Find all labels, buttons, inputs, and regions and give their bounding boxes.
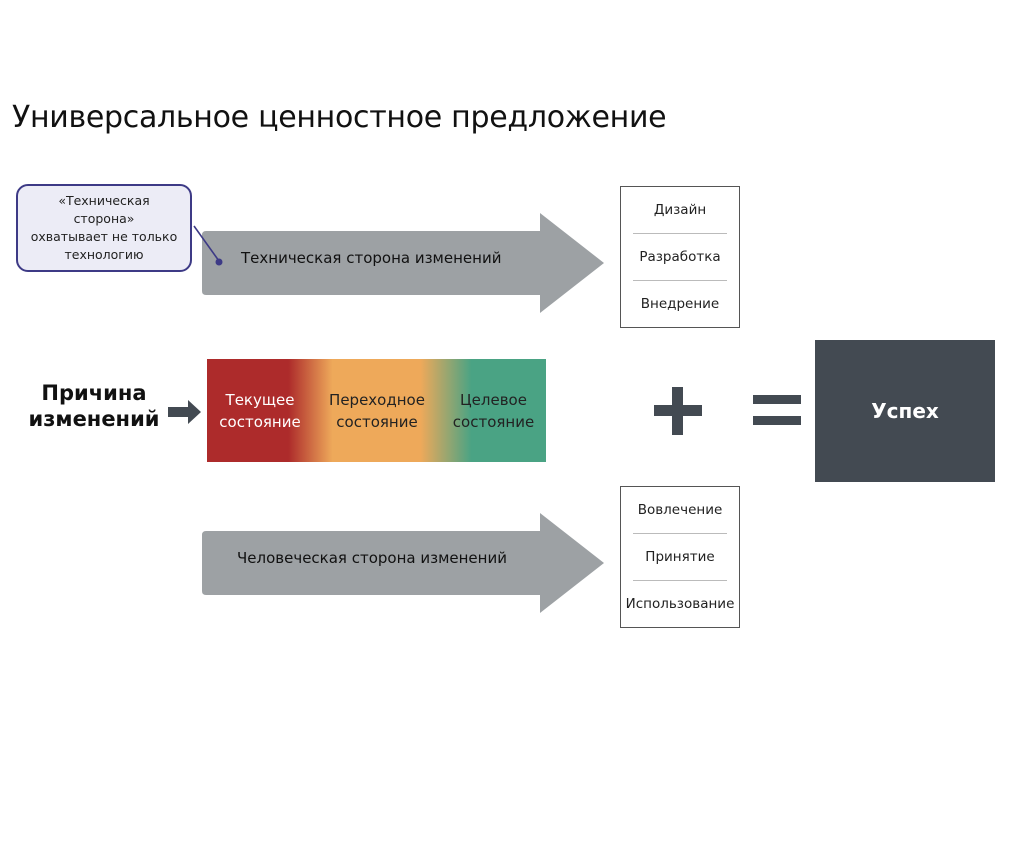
cause-line: Причина	[41, 381, 147, 405]
state-line: Текущее	[225, 390, 295, 409]
callout-line: технологию	[64, 247, 144, 262]
divider	[633, 233, 727, 234]
cause-arrow-icon	[168, 400, 201, 424]
human-side-arrow	[202, 513, 604, 613]
state-line: состояние	[219, 412, 301, 431]
list-item: Разработка	[639, 249, 721, 265]
state-target: Целевое состояние	[441, 359, 546, 462]
callout-note: «Техническая сторона» охватывает не толь…	[16, 184, 192, 272]
technical-side-label: Техническая сторона изменений	[241, 249, 502, 267]
state-transition: Переходное состояние	[313, 359, 441, 462]
divider	[633, 580, 727, 581]
callout-line: «Техническая сторона»	[58, 193, 150, 226]
list-item: Внедрение	[640, 296, 720, 312]
technical-list: Дизайн Разработка Внедрение	[620, 186, 740, 328]
list-item: Принятие	[645, 549, 715, 565]
callout-line: охватывает не только	[30, 229, 178, 244]
list-item: Использование	[625, 596, 735, 612]
state-transition-bar: Текущее состояние Переходное состояние Цел…	[207, 359, 546, 462]
list-item: Вовлечение	[637, 502, 723, 518]
state-line: состояние	[336, 412, 418, 431]
divider	[633, 533, 727, 534]
divider	[633, 280, 727, 281]
technical-side-arrow	[202, 213, 604, 313]
list-item: Дизайн	[653, 202, 707, 218]
human-list: Вовлечение Принятие Использование	[620, 486, 740, 628]
callout-connector	[193, 225, 223, 266]
human-side-label: Человеческая сторона изменений	[237, 549, 507, 567]
page-title: Универсальное ценностное предложение	[12, 100, 667, 135]
cause-of-change: Причина изменений	[24, 380, 164, 432]
state-line: Целевое	[460, 390, 527, 409]
success-box: Успех	[815, 340, 995, 482]
state-line: состояние	[452, 412, 535, 431]
cause-line: изменений	[28, 407, 160, 431]
state-current: Текущее состояние	[207, 359, 313, 462]
equals-icon	[753, 395, 801, 425]
state-line: Переходное	[329, 390, 425, 409]
plus-icon	[654, 387, 702, 435]
